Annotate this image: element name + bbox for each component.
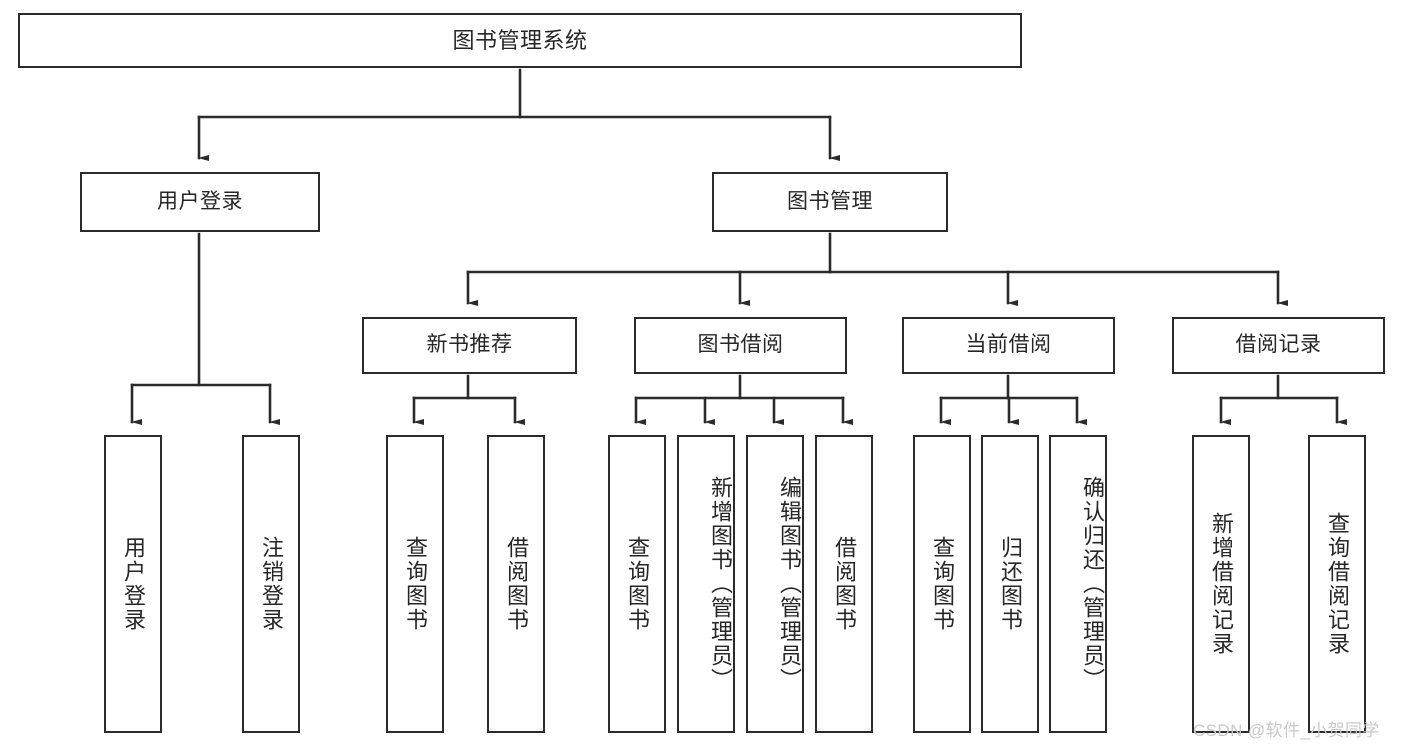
- leaf-user-login-label: 用户登录: [120, 536, 146, 632]
- node-current-borrow[interactable]: 当前借阅: [902, 317, 1115, 374]
- leaf-confirm-return-admin-label: 确认归还（管理员）: [1080, 476, 1105, 692]
- leaf-query-book-3[interactable]: 查询图书: [913, 435, 971, 733]
- leaf-borrow-book-1-label: 借阅图书: [503, 536, 529, 632]
- leaf-add-book-admin-label: 新增图书（管理员）: [708, 476, 733, 692]
- leaf-edit-book-admin-label: 编辑图书（管理员）: [777, 476, 802, 692]
- leaf-query-borrow-record-label: 查询借阅记录: [1324, 512, 1350, 656]
- csdn-watermark: CSDN @软件_小贺同学: [1193, 721, 1380, 740]
- leaf-borrow-book-2-label: 借阅图书: [831, 536, 857, 632]
- leaf-borrow-book-2[interactable]: 借阅图书: [815, 435, 873, 733]
- leaf-query-borrow-record[interactable]: 查询借阅记录: [1308, 435, 1366, 733]
- leaf-query-book-2[interactable]: 查询图书: [608, 435, 666, 733]
- node-borrow-records[interactable]: 借阅记录: [1172, 317, 1385, 374]
- node-new-book-recommend[interactable]: 新书推荐: [362, 317, 577, 374]
- leaf-add-borrow-record[interactable]: 新增借阅记录: [1192, 435, 1250, 733]
- leaf-edit-book-admin[interactable]: 编辑图书（管理员）: [746, 435, 804, 733]
- leaf-user-login[interactable]: 用户登录: [104, 435, 162, 733]
- node-book-management[interactable]: 图书管理: [712, 172, 948, 232]
- leaf-user-logout[interactable]: 注销登录: [242, 435, 300, 733]
- leaf-return-book-label: 归还图书: [997, 536, 1023, 632]
- node-root-system[interactable]: 图书管理系统: [18, 13, 1022, 68]
- node-user-login[interactable]: 用户登录: [80, 172, 320, 232]
- leaf-user-logout-label: 注销登录: [258, 536, 284, 632]
- leaf-query-book-2-label: 查询图书: [624, 536, 650, 632]
- leaf-return-book[interactable]: 归还图书: [981, 435, 1039, 733]
- leaf-query-book-1[interactable]: 查询图书: [386, 435, 444, 733]
- node-book-borrow[interactable]: 图书借阅: [634, 317, 847, 374]
- leaf-borrow-book-1[interactable]: 借阅图书: [487, 435, 545, 733]
- leaf-confirm-return-admin[interactable]: 确认归还（管理员）: [1049, 435, 1107, 733]
- leaf-query-book-1-label: 查询图书: [402, 536, 428, 632]
- leaf-add-borrow-record-label: 新增借阅记录: [1208, 512, 1234, 656]
- leaf-query-book-3-label: 查询图书: [929, 536, 955, 632]
- leaf-add-book-admin[interactable]: 新增图书（管理员）: [677, 435, 735, 733]
